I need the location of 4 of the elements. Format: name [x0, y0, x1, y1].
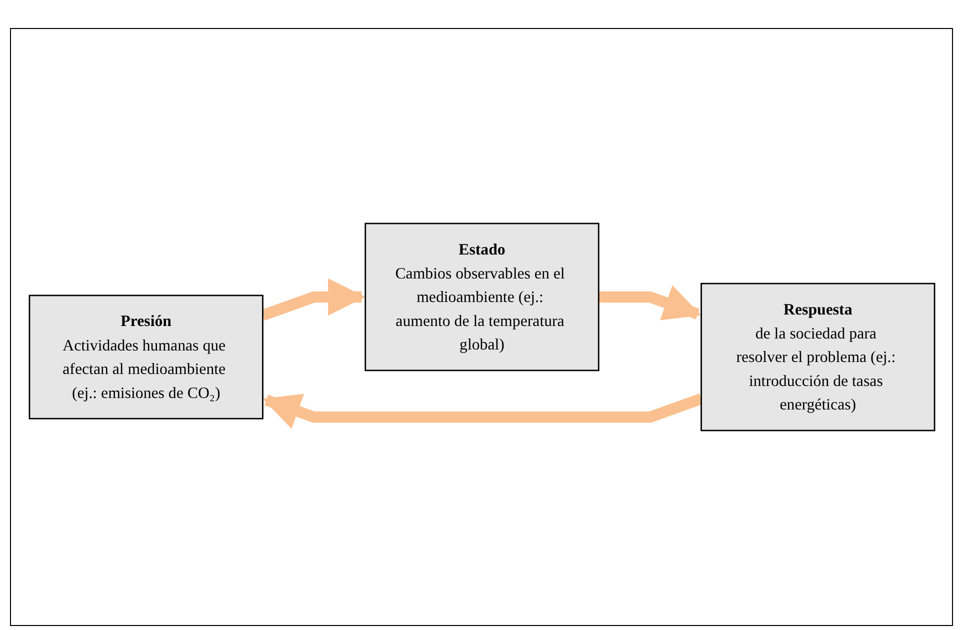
node-box: Estado Cambios observables en el medioambiente (ej.: aumento de la temperatura global): [364, 222, 599, 372]
arrow: [598, 285, 701, 320]
node-box: Respuesta de la sociedad para resolver el problema (ej.: introducción de tasas energéticas): [700, 282, 935, 432]
node-box: Presión Actividades humanas que afectan al medioambiente (ej.: emisiones de CO₂): [28, 294, 263, 420]
